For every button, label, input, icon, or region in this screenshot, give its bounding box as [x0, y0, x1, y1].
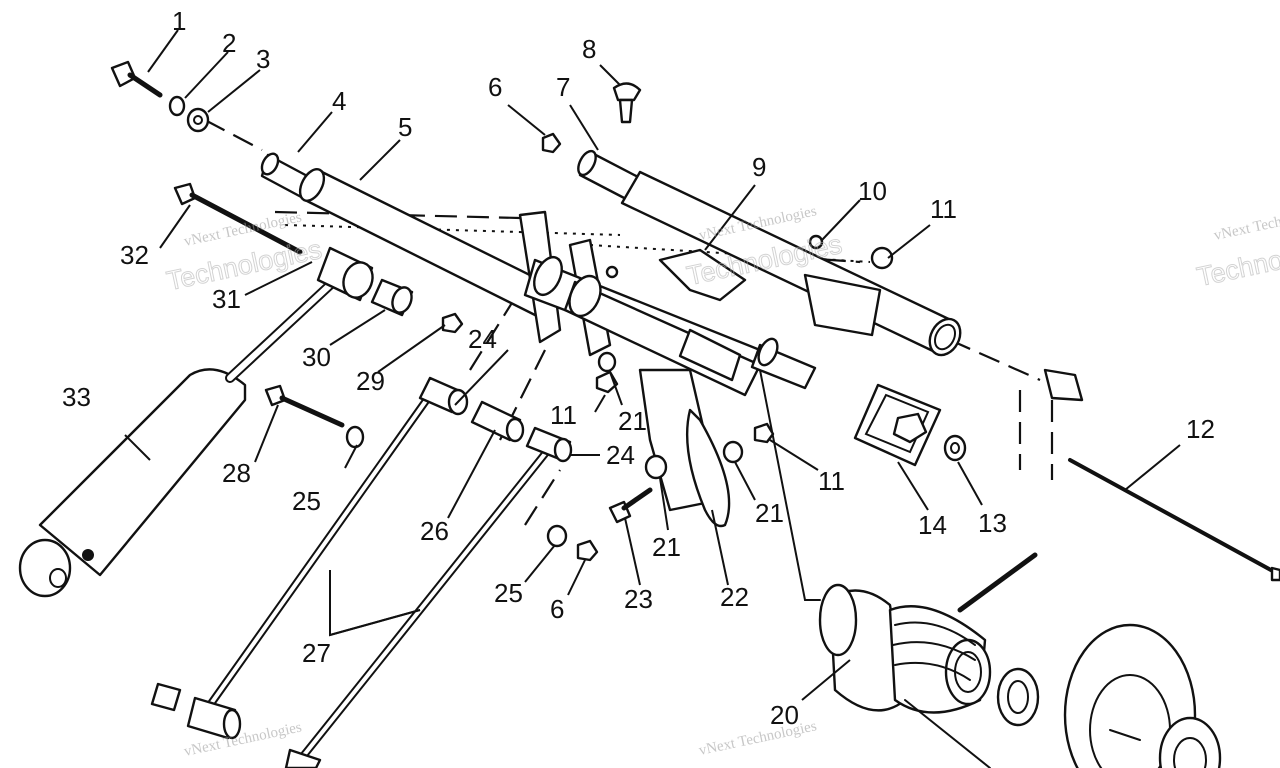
- label-24-top: 24: [468, 324, 497, 354]
- label-24-mid: 24: [606, 440, 635, 470]
- clip-14: [853, 383, 942, 467]
- right-hardware: [808, 234, 1280, 582]
- label-25-left: 25: [292, 486, 321, 516]
- label-4: 4: [332, 86, 346, 116]
- label-31: 31: [212, 284, 241, 314]
- sleeve-31: [316, 246, 374, 302]
- bracket-9: [658, 248, 747, 302]
- label-21-low: 21: [652, 532, 681, 562]
- watermark-text-5: vNext Technologies: [1213, 203, 1280, 244]
- watermark-text-8: vNext Technologies: [698, 718, 819, 759]
- label-26: 26: [420, 516, 449, 546]
- spring-20: [818, 552, 1222, 768]
- label-6-low: 6: [550, 594, 564, 624]
- label-6-top: 6: [488, 72, 502, 102]
- bolt-28: [264, 384, 345, 428]
- rail-bracket: [803, 273, 882, 337]
- shock-absorber-33: [18, 280, 335, 598]
- label-11-right: 11: [818, 466, 845, 496]
- link-rods-27: [150, 376, 573, 768]
- label-11-mid: 11: [550, 400, 577, 430]
- bolt-1: [110, 60, 163, 98]
- label-23: 23: [624, 584, 653, 614]
- label-32: 32: [120, 240, 149, 270]
- washer-3: [186, 107, 210, 133]
- label-14: 14: [918, 510, 947, 540]
- label-21-right: 21: [755, 498, 784, 528]
- label-28: 28: [222, 458, 251, 488]
- label-3: 3: [256, 44, 270, 74]
- assembly-centerlines: [204, 119, 1054, 601]
- bushing-30: [370, 278, 414, 317]
- washer-25: [345, 425, 365, 449]
- label-29: 29: [356, 366, 385, 396]
- label-27: 27: [302, 638, 331, 668]
- label-5: 5: [398, 112, 412, 142]
- label-22: 22: [720, 582, 749, 612]
- label-12: 12: [1186, 414, 1215, 444]
- nut-29: [441, 312, 464, 334]
- label-9: 9: [752, 152, 766, 182]
- bolt-8: [612, 82, 642, 124]
- label-21-top: 21: [618, 406, 647, 436]
- part-labels: 1 2 3 4 5 6 7 8 9 10 11 12 13 14 20 11 2…: [62, 6, 1215, 730]
- label-25-low: 25: [494, 578, 523, 608]
- leader-lines: [124, 29, 1181, 701]
- label-13: 13: [978, 508, 1007, 538]
- label-20: 20: [770, 700, 799, 730]
- label-10: 10: [858, 176, 887, 206]
- label-1: 1: [172, 6, 186, 36]
- label-30: 30: [302, 342, 331, 372]
- label-11-top: 11: [930, 194, 957, 224]
- label-8: 8: [582, 34, 596, 64]
- label-2: 2: [222, 28, 236, 58]
- label-7: 7: [556, 72, 570, 102]
- label-33: 33: [62, 382, 91, 412]
- nut-6-top: [541, 132, 562, 154]
- bolt-32: [173, 182, 303, 255]
- lower-hardware: [546, 351, 775, 562]
- washer-2: [168, 95, 186, 117]
- shaft-5: [298, 168, 562, 322]
